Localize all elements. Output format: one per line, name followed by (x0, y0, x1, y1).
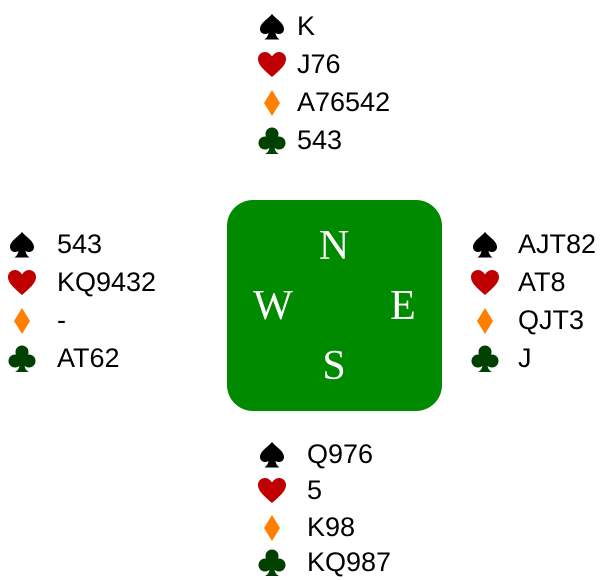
north-diamonds-cards: A76542 (297, 87, 391, 117)
east-spades-cards: AJT82 (518, 229, 597, 259)
heart-icon (5, 264, 39, 300)
west-clubs-cards: AT62 (57, 343, 120, 373)
compass-east: E (390, 283, 416, 329)
west-hearts-cards: KQ9432 (57, 267, 157, 297)
north-spades-cards: K (297, 11, 316, 41)
club-icon (468, 340, 502, 376)
east-clubs-cards: J (518, 343, 532, 373)
spade-icon (468, 226, 502, 262)
north-hearts-cards: J76 (297, 49, 341, 79)
west-spades-cards: 543 (57, 229, 103, 259)
east-diamonds-cards: QJT3 (518, 305, 585, 335)
spade-icon (5, 226, 39, 262)
heart-icon (255, 46, 289, 82)
compass-south: S (322, 343, 346, 389)
compass-table: N W E S (227, 200, 442, 411)
south-clubs-cards: KQ987 (307, 547, 392, 577)
club-icon (5, 340, 39, 376)
compass-north: N (318, 223, 350, 269)
south-diamonds-cards: K98 (307, 512, 356, 542)
heart-icon (255, 472, 289, 508)
spade-icon (255, 436, 289, 472)
club-icon (255, 544, 289, 580)
north-clubs-cards: 543 (297, 125, 343, 155)
south-spades-cards: Q976 (307, 439, 374, 469)
diamond-icon (5, 302, 39, 338)
south-hearts-cards: 5 (307, 475, 323, 505)
east-hearts-cards: AT8 (518, 267, 566, 297)
diamond-icon (255, 509, 289, 545)
club-icon (255, 122, 289, 158)
heart-icon (468, 264, 502, 300)
diamond-icon (255, 84, 289, 120)
compass-west: W (253, 283, 293, 329)
diamond-icon (468, 302, 502, 338)
spade-icon (255, 8, 289, 44)
west-diamonds-cards: - (57, 305, 66, 335)
